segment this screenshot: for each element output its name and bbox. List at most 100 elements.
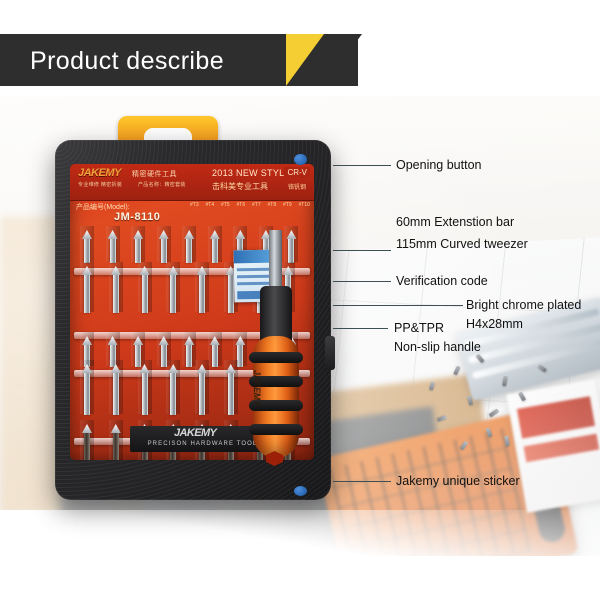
- screwdriver-bit[interactable]: [82, 230, 92, 263]
- bit-code-list: #T3 #T4 #T5 #T6 #T7 #T8 #T9 #T10: [190, 202, 310, 208]
- screwdriver-bit[interactable]: [110, 424, 121, 460]
- screwdriver-bit[interactable]: [286, 230, 297, 263]
- bit-tip: [168, 364, 179, 373]
- callout-opening-button: Opening button: [396, 157, 482, 173]
- screwdriver-bit[interactable]: [133, 230, 144, 263]
- screwdriver-bit[interactable]: [110, 364, 121, 415]
- screwdriver-bit[interactable]: [110, 266, 121, 313]
- bit-tip: [110, 424, 121, 433]
- bit-code: #T10: [298, 202, 310, 208]
- leader-line-extension-bar: [333, 250, 391, 251]
- label-brand-cn: 精密硬件工具: [132, 171, 177, 178]
- label-style: 2013 NEW STYLE: [212, 168, 291, 178]
- screwdriver-bit[interactable]: [197, 364, 207, 415]
- screwdriver-bit[interactable]: [184, 230, 195, 263]
- screwdriver-bit[interactable]: [139, 364, 150, 415]
- screwdriver-bit[interactable]: [158, 336, 169, 367]
- callout-verification-code: Verification code: [396, 273, 488, 289]
- callout-unique-sticker: Jakemy unique sticker: [396, 473, 520, 489]
- screwdriver-bit[interactable]: [82, 266, 92, 313]
- bit-code: #T6: [236, 202, 246, 208]
- screwdriver-shaft: [269, 230, 282, 300]
- bit-tip: [197, 364, 207, 373]
- opening-button[interactable]: [325, 336, 335, 370]
- bit-tip: [107, 230, 118, 239]
- bit-tip: [133, 230, 144, 239]
- screwdriver-bit[interactable]: [158, 230, 169, 263]
- bit-row: [74, 226, 310, 276]
- handle-grip-ring: [249, 424, 303, 435]
- bit-tip: [209, 230, 220, 239]
- banner-accent-wedge: [286, 34, 324, 86]
- bit-code: #T7: [252, 202, 261, 208]
- screwdriver-bit[interactable]: [107, 336, 118, 367]
- product-label: JAKEMY 精密硬件工具 专业维修 精密拆装 产品名称：精密套装 2013 N…: [70, 164, 314, 201]
- bottom-sticker-tagline: PRECISON HARDWARE TOOLS: [147, 441, 263, 447]
- handle-end-cap: [266, 451, 283, 466]
- screwdriver-bit[interactable]: [133, 336, 144, 367]
- bit-tip: [82, 336, 92, 345]
- case-latch-top[interactable]: [294, 154, 307, 165]
- screwdriver-bit[interactable]: [225, 266, 236, 313]
- screwdriver-bit[interactable]: [82, 424, 92, 460]
- tray-shelf: [74, 332, 310, 339]
- screwdriver-bit[interactable]: [168, 266, 179, 313]
- bit-tip: [225, 266, 236, 275]
- photo-bottom-fade: [0, 510, 600, 556]
- bit-tip: [225, 364, 236, 373]
- screwdriver-bit[interactable]: [107, 230, 118, 263]
- screwdriver-bit[interactable]: [168, 364, 179, 415]
- bit-tip: [158, 336, 169, 345]
- screwdriver-bit[interactable]: [235, 336, 246, 367]
- bit-tip: [235, 230, 246, 239]
- model-label: 产品编号(Model):: [76, 204, 130, 211]
- leader-line-verification: [333, 281, 391, 282]
- bit-tip: [184, 336, 195, 345]
- callout-line: Jakemy unique sticker: [396, 474, 520, 488]
- tray-shelf: [74, 268, 310, 275]
- bit-tip: [286, 230, 297, 239]
- bit-tip: [197, 266, 207, 275]
- bit-tip: [133, 336, 144, 345]
- leader-line-opening-button: [333, 165, 391, 166]
- bit-tip: [139, 266, 150, 275]
- bit-tip: [82, 230, 92, 239]
- callout-line: Verification code: [396, 274, 488, 288]
- screwdriver-bit[interactable]: [184, 336, 195, 367]
- bit-tip: [168, 266, 179, 275]
- bit-tip: [209, 336, 220, 345]
- screwdriver-bit[interactable]: [139, 266, 150, 313]
- model-number: JM-8110: [114, 211, 161, 223]
- callout-line: PP&TPR: [394, 321, 445, 335]
- screwdriver-bit[interactable]: [82, 336, 92, 367]
- screwdriver-bit[interactable]: [209, 336, 220, 367]
- label-subtitle-alt: 产品名称：精密套装: [138, 182, 186, 188]
- bit-tip: [260, 230, 271, 239]
- handle-grip-ring: [249, 352, 303, 363]
- callout-non-slip-handle: PP&TPR Non-slip handle: [394, 320, 481, 355]
- leader-line-chrome-plated: [333, 305, 463, 306]
- callout-line: Bright chrome plated: [466, 298, 582, 312]
- screwdriver-bit[interactable]: [82, 364, 92, 415]
- callout-line: H4x28mm: [466, 317, 523, 331]
- label-brand: JAKEMY: [78, 167, 121, 179]
- callout-line: Opening button: [396, 158, 482, 172]
- label-material-chip: CR-V: [284, 167, 310, 178]
- leader-line-non-slip-handle: [333, 328, 388, 329]
- screwdriver-bit[interactable]: [209, 230, 220, 263]
- screwdriver-bit[interactable]: [225, 364, 236, 415]
- callout-line: Non-slip handle: [394, 340, 481, 354]
- screwdriver-bit[interactable]: [197, 266, 207, 313]
- banner-dark-wedge: [324, 34, 362, 86]
- case-latch-bottom[interactable]: [294, 486, 307, 496]
- bit-code: #T8: [267, 202, 277, 208]
- bit-tip: [82, 266, 92, 275]
- bottom-sticker-brand: JAKEMY: [174, 427, 217, 439]
- bit-tip: [82, 424, 92, 433]
- callout-line: 115mm Curved tweezer: [396, 237, 528, 251]
- bit-tip: [110, 364, 121, 373]
- bit-code: #T4: [205, 202, 215, 208]
- callout-extension-bar: 60mm Extenstion bar 115mm Curved tweezer: [396, 214, 528, 252]
- label-style-cn: 击科美专业工具: [212, 182, 268, 191]
